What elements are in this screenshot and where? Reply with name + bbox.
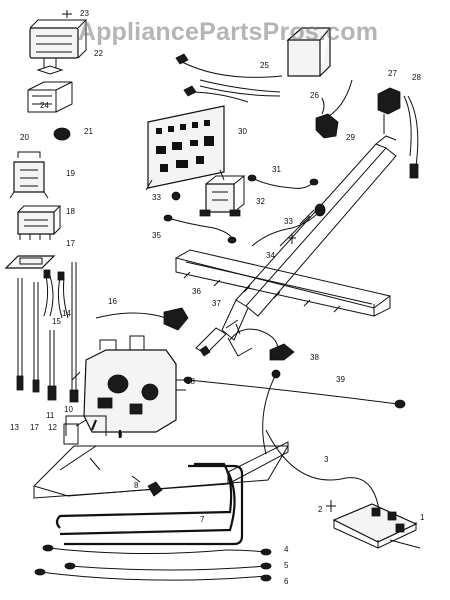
- part-14-wire: [43, 269, 54, 317]
- part-36-burner-rail: [174, 249, 392, 317]
- part-number: 11: [46, 411, 55, 420]
- part-25-wire: [175, 53, 283, 78]
- part-number: 18: [66, 207, 75, 216]
- part-number: 30: [238, 127, 247, 136]
- part-21-grommet: [53, 127, 71, 141]
- part-number-labels: 23 22 24 21 20 19 18 17 16 14 15 13 17 1…: [10, 9, 425, 586]
- part-27-connector: [377, 87, 401, 134]
- part-number: 32: [256, 197, 265, 206]
- part-number: 14: [62, 309, 71, 318]
- part-number: 15: [52, 317, 61, 326]
- part-number: 6: [284, 577, 289, 586]
- part-29-plug: [315, 79, 353, 139]
- part-ignition-box: [286, 27, 332, 77]
- part-15-wire: [57, 271, 69, 319]
- part-6-wire: [34, 568, 272, 582]
- part-30-control-board: [145, 105, 225, 191]
- part-number: 5: [284, 561, 289, 570]
- part-12-probe: [47, 330, 57, 401]
- part-number: 25: [260, 61, 269, 70]
- part-number: 2: [318, 505, 323, 514]
- part-number: 35: [152, 231, 161, 240]
- part-32-transformer: [199, 175, 246, 217]
- part-22-relay: [29, 19, 88, 75]
- part-number: 23: [80, 9, 89, 18]
- part-number: 9: [118, 431, 123, 440]
- part-number: 7: [200, 515, 205, 524]
- part-11-bracket: [63, 423, 79, 445]
- part-number: 33: [284, 217, 293, 226]
- part-number: 17: [30, 423, 39, 432]
- part-9-gas-valve: [71, 335, 186, 438]
- part-number: 26: [310, 91, 319, 100]
- part-35-wire: [163, 214, 237, 244]
- part-number: 20: [20, 133, 29, 142]
- part-number: 29: [346, 133, 355, 142]
- part-number: 3: [324, 455, 329, 464]
- part-39-wire: [183, 373, 406, 455]
- part-number: 31: [272, 165, 281, 174]
- part-number: 17: [66, 239, 75, 248]
- part-number: 19: [66, 169, 75, 178]
- part-17b-probe: [32, 282, 40, 393]
- part-26-wire-harness: [183, 79, 281, 103]
- part-5-wire: [64, 562, 272, 571]
- part-13-probe: [16, 278, 24, 391]
- part-8-orifice: [131, 475, 163, 497]
- part-number: 12: [48, 423, 57, 432]
- part-17-plate: [4, 255, 56, 269]
- part-number: 27: [388, 69, 397, 78]
- part-number: 33: [152, 193, 161, 202]
- part-31-wire: [247, 174, 319, 189]
- part-4-wire: [42, 544, 272, 556]
- part-34-frame-channel: [221, 135, 397, 341]
- part-28-wire: [403, 95, 419, 179]
- part-number: 10: [64, 405, 73, 414]
- part-38-flame-sensor: [227, 328, 295, 379]
- part-7-burner-tube: [55, 462, 244, 546]
- part-number: 18: [186, 377, 195, 386]
- part-1-base-frame: [33, 415, 289, 499]
- part-37-igniter: [195, 319, 241, 357]
- part-33b-screw: [288, 234, 296, 244]
- part-number: 8: [134, 481, 139, 490]
- part-34-wire-lead: [251, 203, 326, 247]
- part-2b-screw: [326, 500, 336, 512]
- part-number: 28: [412, 73, 421, 82]
- part-number: 1: [420, 513, 425, 522]
- part-number: 4: [284, 545, 289, 554]
- part-number: 36: [192, 287, 201, 296]
- part-number: 16: [108, 297, 117, 306]
- part-10-thermocouple: [69, 262, 79, 403]
- part-18-terminal-block: [17, 205, 62, 240]
- part-24-bracket: [27, 81, 73, 113]
- part-number: 24: [40, 101, 49, 110]
- watermark: AppliancePartsPros.com: [77, 18, 379, 46]
- part-number: 39: [336, 375, 345, 384]
- part-number: 22: [94, 49, 103, 58]
- part-16-pilot-tube: [95, 307, 189, 331]
- part-23-screw: [62, 10, 72, 18]
- part-number: 21: [84, 127, 93, 136]
- part-number: 38: [310, 353, 319, 362]
- part-19-switch: [9, 151, 49, 199]
- part-3-wire: [265, 429, 381, 519]
- part-number: 34: [266, 251, 275, 260]
- part-number: 37: [212, 299, 221, 308]
- part-number: 13: [10, 423, 19, 432]
- part-2-ignition-control: [332, 503, 421, 549]
- part-33-screw: [171, 191, 181, 201]
